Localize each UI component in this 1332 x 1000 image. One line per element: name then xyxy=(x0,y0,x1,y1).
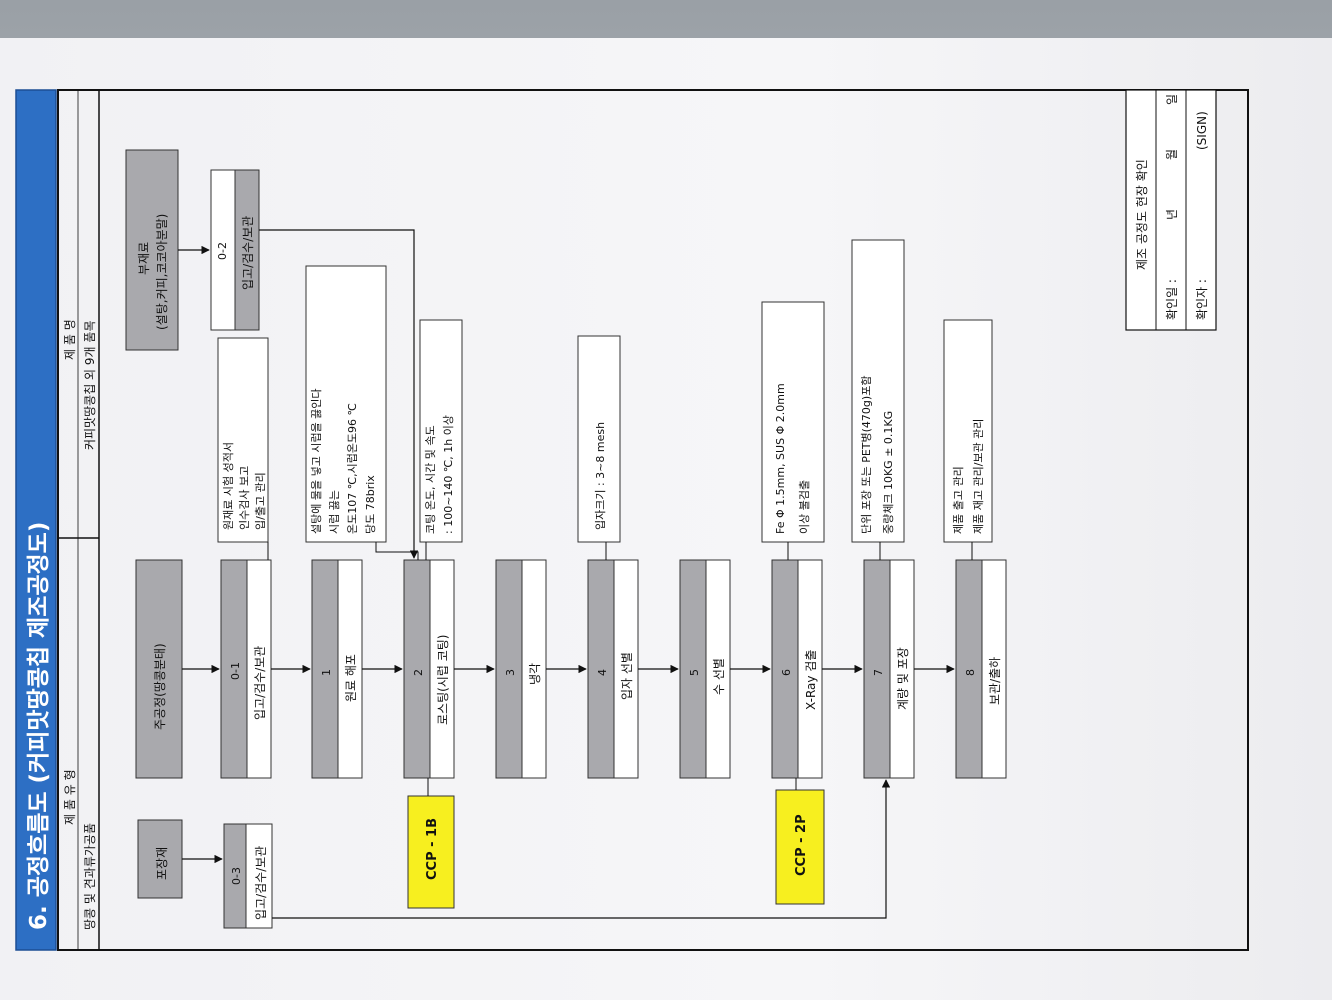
sub-material-line2: (설탕,커피,코코아분말) xyxy=(155,214,169,330)
step-0-1-name: 입고/검수/보관 xyxy=(253,646,267,720)
note-receiving-line3: 입/출고 관리 xyxy=(254,472,267,530)
signoff-month: 월 xyxy=(1165,149,1179,160)
step-0-3-code: 0-3 xyxy=(230,867,243,885)
product-name-value: 커피맛땅콩칩 외 9개 품목 xyxy=(83,321,97,450)
signoff-sign: (SIGN) xyxy=(1195,111,1209,150)
step-1-name: 원료 해포 xyxy=(344,654,358,702)
note-xray-line2: 이상 불검출 xyxy=(798,480,811,534)
step-5-name: 수 선별 xyxy=(712,658,726,695)
main-process-input-box xyxy=(135,559,183,779)
step-1-code: 1 xyxy=(320,669,333,676)
note-storage-line1: 제품 출고 관리 xyxy=(952,466,965,534)
step-0-1-code: 0-1 xyxy=(229,662,242,680)
ccp-2p-box xyxy=(775,789,825,905)
ccp-1b-label: CCP - 1B xyxy=(425,818,440,880)
step-4-name: 입자 선별 xyxy=(620,652,634,700)
packaging-label: 포장재 xyxy=(155,847,169,880)
flow-diagram-canvas: 6. 공정흐름도 (커피맛땅콩칩 제조공정도) 제 품 유 형 땅콩 및 견과류… xyxy=(15,89,1249,951)
step-3-name: 냉각 xyxy=(528,663,542,685)
note-sieving xyxy=(577,335,621,543)
step-0-2-code: 0-2 xyxy=(216,242,229,260)
step-8-name: 보관/출하 xyxy=(988,657,1002,705)
product-type-value: 땅콩 및 견과류가공품 xyxy=(83,823,97,930)
step-0-2-name: 입고/검수/보관 xyxy=(241,216,255,290)
note-syrup-line4: 당도 78brix xyxy=(364,475,377,534)
note-syrup-line3: 온도107 ℃,시럽온도96 ℃ xyxy=(345,403,359,534)
note-packing-line2: 중량체크 10KG ± 0.1KG xyxy=(882,411,895,534)
main-process-label: 주공정(땅콩분태) xyxy=(153,643,167,730)
note-syrup xyxy=(305,265,387,543)
signoff-box xyxy=(1125,89,1217,331)
signoff-date-label: 확인일 : xyxy=(1165,279,1179,320)
step-2-name: 로스팅(시럽 코팅) xyxy=(436,635,450,725)
note-packing-line1: 단위 포장 또는 PET병(470g)포함 xyxy=(860,376,873,534)
note-roasting-line2: : 100~140 ℃, 1h 이상 xyxy=(442,415,455,534)
note-xray-line1: Fe Φ 1.5mm, SUS Φ 2.0mm xyxy=(774,383,787,534)
product-type-label: 제 품 유 형 xyxy=(63,769,77,825)
signoff-title: 제조 공정도 현장 확인 xyxy=(1135,159,1149,270)
step-6-name: X-Ray 검출 xyxy=(804,650,818,710)
step-6-code: 6 xyxy=(780,669,793,676)
step-0-3-name: 입고/검수/보관 xyxy=(254,846,268,920)
ccp-1b-box xyxy=(407,795,455,909)
header-title-bar xyxy=(15,89,57,951)
note-sieving-line1: 입자크기 : 3~8 mesh xyxy=(594,422,607,530)
note-syrup-line1: 설탕에 물을 넣고 시럽을 끓인다 xyxy=(309,388,323,534)
page-title: 6. 공정흐름도 (커피맛땅콩칩 제조공정도) xyxy=(26,522,52,930)
step-7-name: 계량 및 포장 xyxy=(896,647,910,710)
note-xray xyxy=(761,301,825,543)
product-name-label: 제 품 명 xyxy=(63,319,77,360)
sub-material-input-box xyxy=(125,149,179,351)
step-2-code: 2 xyxy=(412,669,425,676)
rotated-document: 6. 공정흐름도 (커피맛땅콩칩 제조공정도) 제 품 유 형 땅콩 및 견과류… xyxy=(6,30,1266,964)
outer-frame xyxy=(57,89,1249,951)
signoff-year: 년 xyxy=(1165,209,1179,220)
note-roasting-line1: 코팅 온도, 시간 및 속도 xyxy=(424,425,437,534)
sub-material-line1: 부재료 xyxy=(137,242,151,275)
note-packing xyxy=(851,239,905,543)
ccp-2p-label: CCP - 2P xyxy=(794,814,809,876)
step-7-code: 7 xyxy=(872,669,885,676)
step-5-code: 5 xyxy=(688,669,701,676)
note-receiving xyxy=(217,337,269,543)
step-8-code: 8 xyxy=(964,669,977,676)
note-storage xyxy=(943,319,993,543)
signoff-confirmer-label: 확인자 : xyxy=(1195,279,1209,320)
step-4-code: 4 xyxy=(596,669,609,676)
note-syrup-line2: 시럽 끓는 xyxy=(327,490,341,534)
note-receiving-line2: 인수검사 보고 xyxy=(238,466,251,530)
note-roasting xyxy=(419,319,463,543)
signoff-day: 일 xyxy=(1165,94,1179,105)
step-3-code: 3 xyxy=(504,669,517,676)
note-storage-line2: 제품 재고 관리/보관 관리 xyxy=(972,419,985,534)
note-receiving-line1: 원재료 시험 성적서 xyxy=(222,442,235,530)
